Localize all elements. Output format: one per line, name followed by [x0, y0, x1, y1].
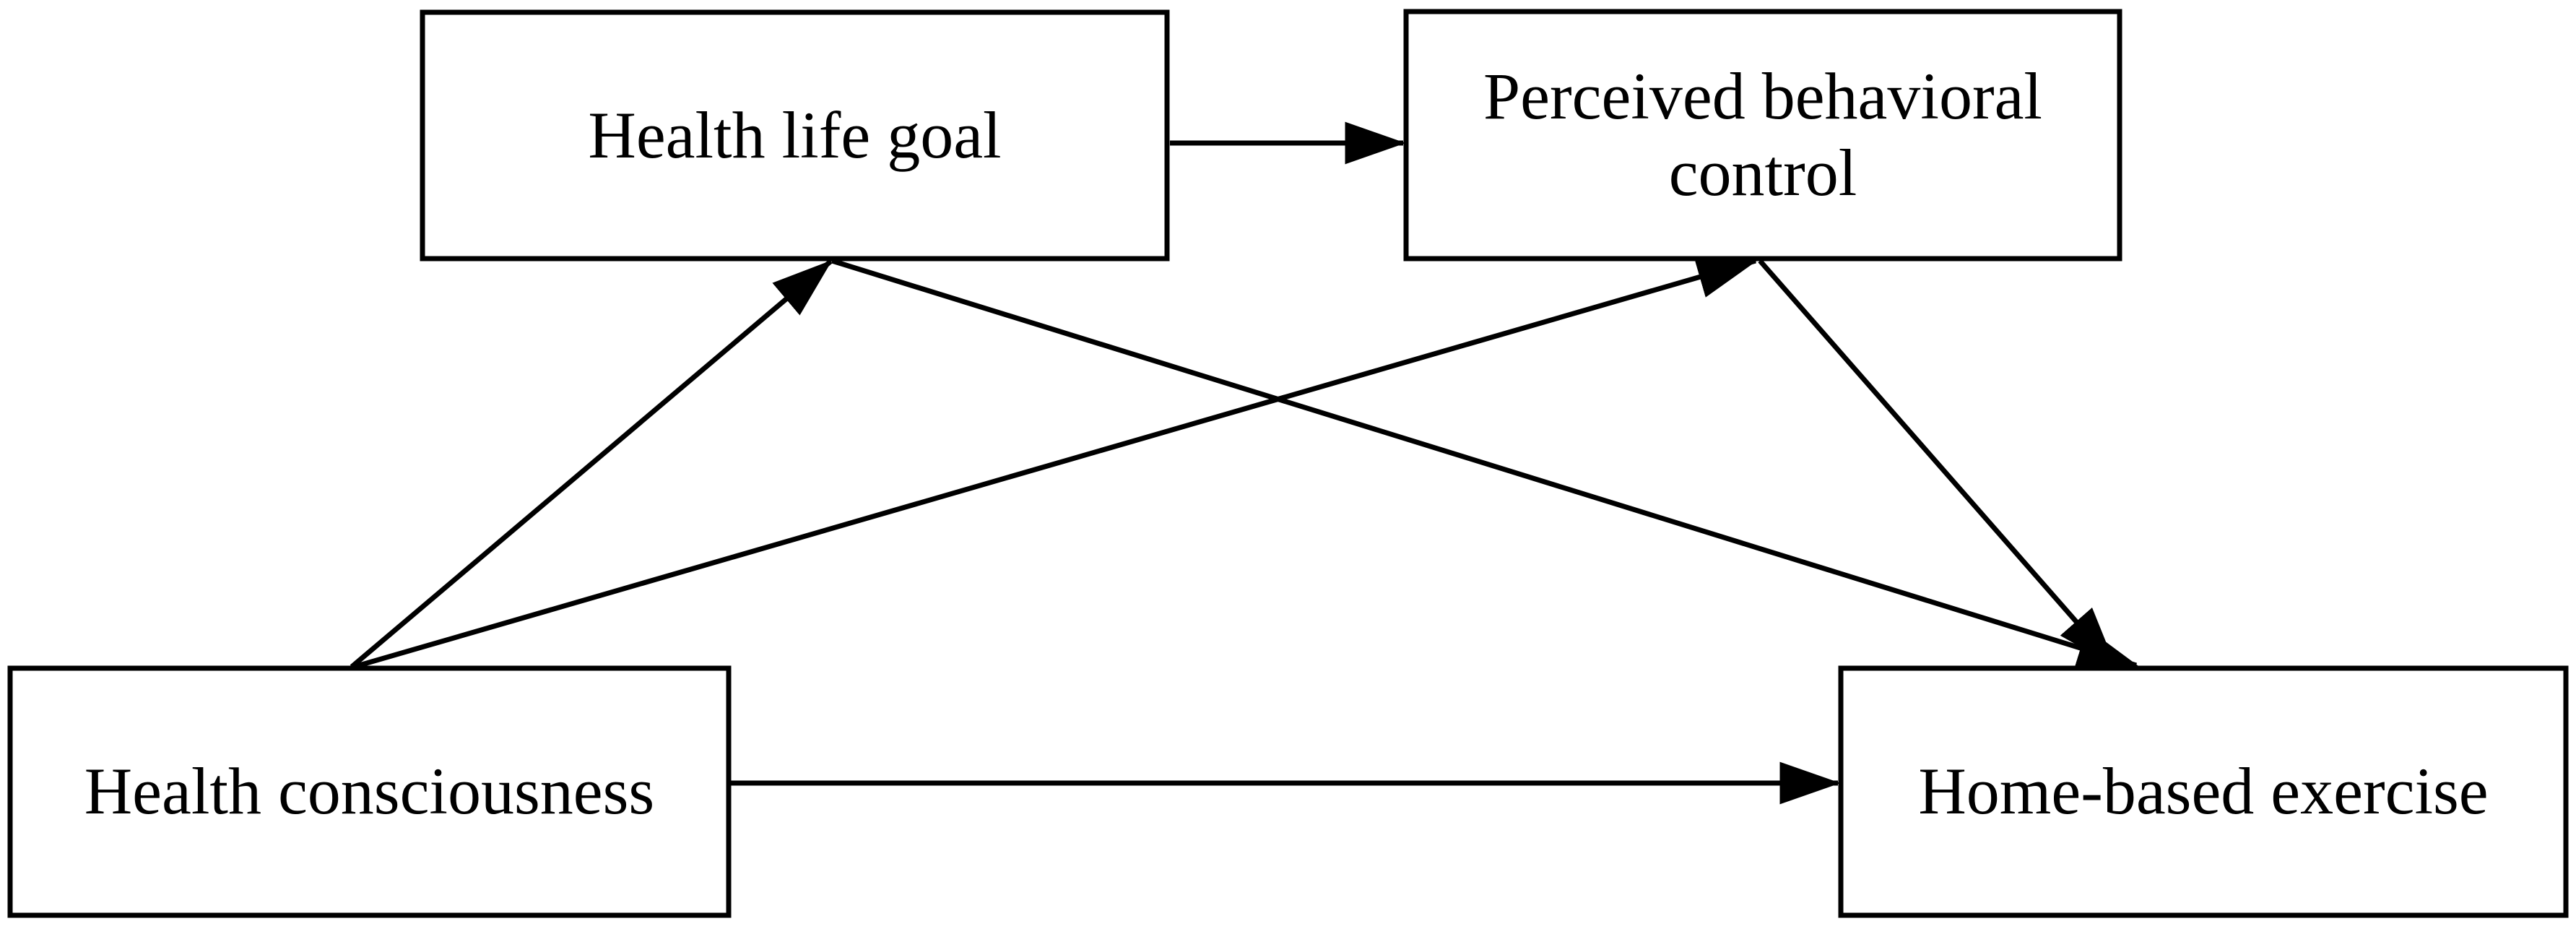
node-label-perceived-behavioral-control: Perceived behavioral control: [1483, 59, 2042, 209]
node-box-health-consciousness: [7, 665, 732, 918]
node-label-health-consciousness: Health consciousness: [84, 754, 655, 829]
node-box-perceived-behavioral-control: [1403, 9, 2122, 262]
node-label-health-life-goal: Health life goal: [588, 98, 1002, 172]
edge-health-life-goal-to-home-based-exercise: [831, 258, 2139, 669]
node-box-home-based-exercise: [1838, 665, 2569, 918]
edge-perceived-behavioral-control-to-home-based-exercise: [1758, 259, 2117, 667]
node-box-health-life-goal: [420, 9, 1170, 262]
node-label-home-based-exercise: Home-based exercise: [1918, 754, 2489, 829]
edge-health-consciousness-to-health-life-goal: [350, 259, 833, 669]
edge-health-consciousness-to-perceived-behavioral-control: [351, 256, 1758, 670]
